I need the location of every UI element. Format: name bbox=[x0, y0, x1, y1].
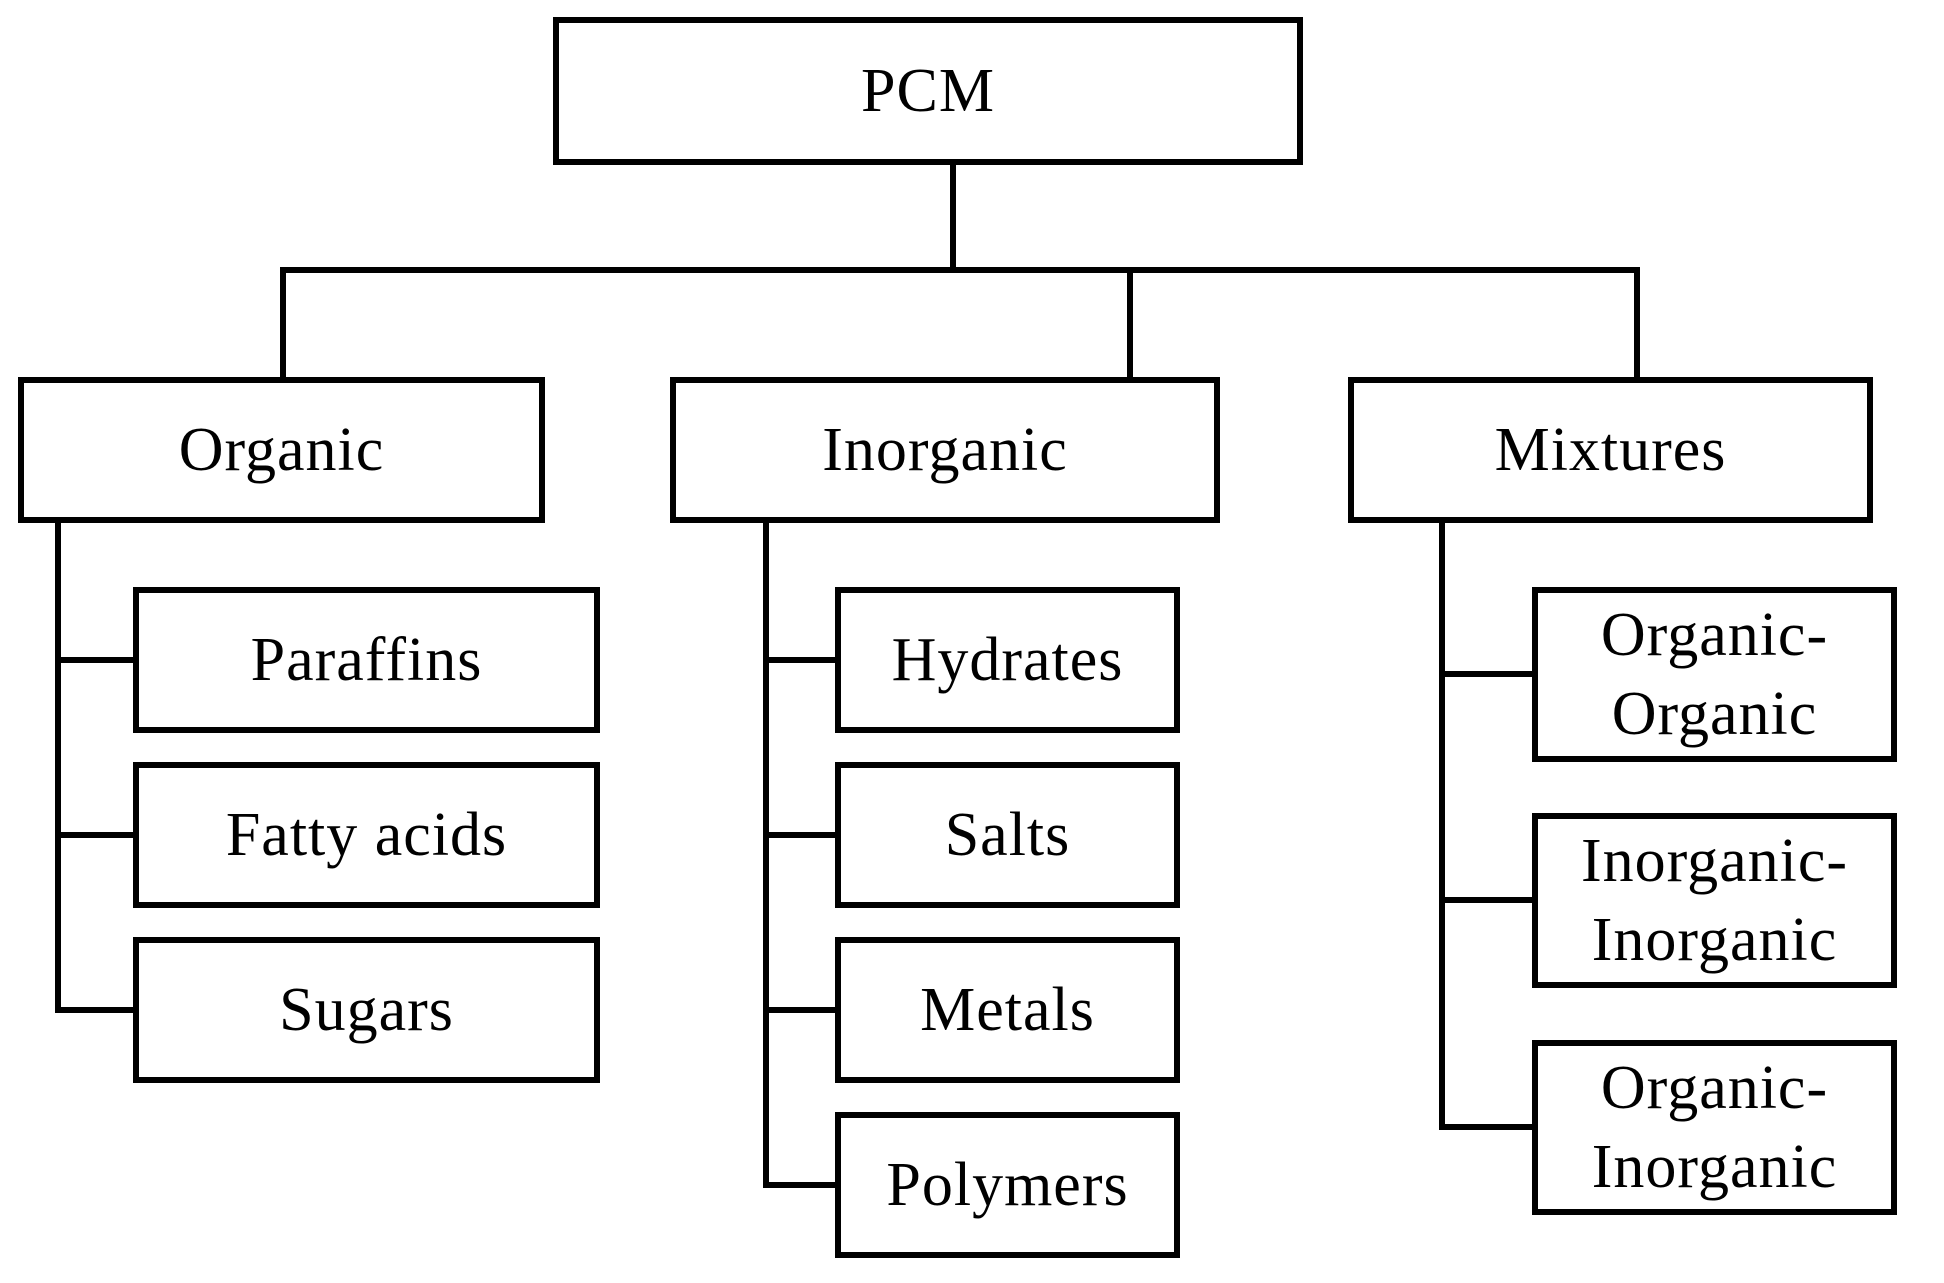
connector-drop-inorganic bbox=[1127, 267, 1133, 377]
connector-inorganic-children-vertical bbox=[763, 518, 769, 1188]
node-fatty-acids: Fatty acids bbox=[133, 762, 600, 908]
node-pcm-label: PCM bbox=[861, 56, 995, 125]
connector-stub-sugars bbox=[55, 1007, 133, 1013]
node-organic-organic: Organic- Organic bbox=[1532, 587, 1897, 762]
node-organic-inorganic: Organic- Inorganic bbox=[1532, 1040, 1897, 1215]
node-inorganic-inorganic: Inorganic- Inorganic bbox=[1532, 813, 1897, 988]
node-sugars: Sugars bbox=[133, 937, 600, 1083]
connector-drop-organic bbox=[280, 267, 286, 377]
node-organic-label: Organic bbox=[178, 415, 385, 484]
connector-stub-fatty-acids bbox=[55, 832, 133, 838]
node-sugars-label: Sugars bbox=[279, 975, 454, 1044]
node-salts-label: Salts bbox=[944, 800, 1071, 869]
node-inorganic-inorganic-label: Inorganic- Inorganic bbox=[1580, 827, 1849, 974]
node-metals-label: Metals bbox=[920, 975, 1095, 1044]
connector-stub-paraffins bbox=[55, 657, 133, 663]
connector-drop-mixtures bbox=[1634, 267, 1640, 377]
node-hydrates: Hydrates bbox=[835, 587, 1180, 733]
node-pcm: PCM bbox=[553, 17, 1303, 165]
node-fatty-acids-label: Fatty acids bbox=[225, 800, 508, 869]
node-inorganic-label: Inorganic bbox=[822, 415, 1068, 484]
connector-stub-organic-organic bbox=[1439, 671, 1532, 677]
node-organic: Organic bbox=[18, 377, 545, 523]
connector-stub-inorganic-inorganic bbox=[1439, 897, 1532, 903]
node-polymers-label: Polymers bbox=[886, 1150, 1129, 1219]
connector-stub-organic-inorganic bbox=[1439, 1124, 1532, 1130]
connector-main-horizontal bbox=[280, 267, 1640, 273]
node-salts: Salts bbox=[835, 762, 1180, 908]
connector-pcm-drop bbox=[950, 165, 956, 270]
node-paraffins-label: Paraffins bbox=[250, 625, 483, 694]
node-organic-inorganic-label: Organic- Inorganic bbox=[1591, 1054, 1838, 1201]
connector-stub-polymers bbox=[763, 1182, 835, 1188]
connector-stub-hydrates bbox=[763, 657, 835, 663]
node-polymers: Polymers bbox=[835, 1112, 1180, 1258]
node-paraffins: Paraffins bbox=[133, 587, 600, 733]
node-organic-organic-label: Organic- Organic bbox=[1600, 601, 1829, 748]
connector-stub-metals bbox=[763, 1007, 835, 1013]
connector-mixtures-children-vertical bbox=[1439, 518, 1445, 1130]
node-inorganic: Inorganic bbox=[670, 377, 1220, 523]
connector-stub-salts bbox=[763, 832, 835, 838]
node-mixtures: Mixtures bbox=[1348, 377, 1873, 523]
connector-organic-children-vertical bbox=[55, 518, 61, 1013]
node-hydrates-label: Hydrates bbox=[891, 625, 1124, 694]
node-mixtures-label: Mixtures bbox=[1494, 415, 1727, 484]
node-metals: Metals bbox=[835, 937, 1180, 1083]
